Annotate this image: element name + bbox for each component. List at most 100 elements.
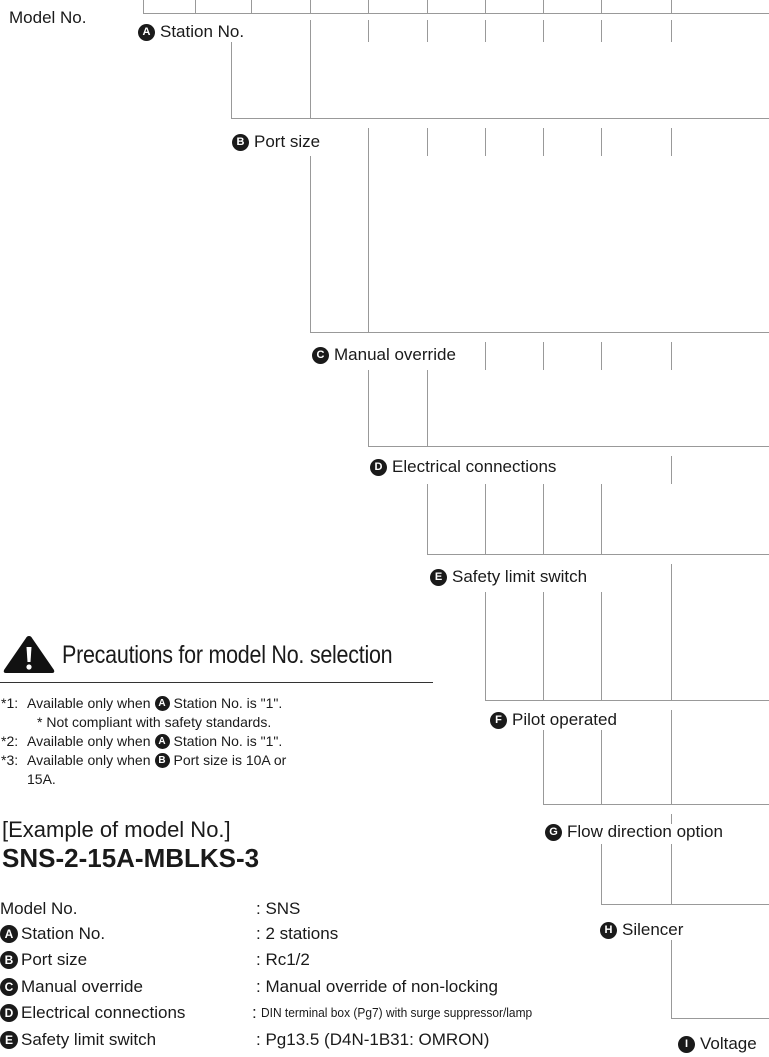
connector-line bbox=[601, 484, 602, 554]
badge-d-icon: D bbox=[370, 458, 387, 476]
connector-line bbox=[543, 730, 544, 804]
connector-line bbox=[485, 342, 486, 370]
spec-row-electrical: D Electrical connections bbox=[0, 1003, 185, 1023]
connector-line bbox=[671, 456, 672, 484]
connector-line bbox=[427, 20, 428, 42]
label-safety-limit-switch: E Safety limit switch bbox=[430, 567, 587, 587]
connector-line bbox=[671, 564, 672, 700]
connector-line bbox=[601, 730, 602, 804]
connector-line bbox=[310, 20, 311, 118]
connector-line bbox=[368, 370, 369, 446]
connector-line bbox=[543, 20, 544, 42]
connector-line bbox=[427, 128, 428, 156]
stub-line bbox=[310, 0, 311, 13]
badge-b-icon: B bbox=[232, 133, 249, 151]
spec-value-model: : SNS bbox=[256, 899, 301, 918]
label-pilot-operated: F Pilot operated bbox=[490, 710, 617, 730]
badge-c-icon: C bbox=[312, 346, 329, 364]
spec-value-electrical-text: DIN terminal box (Pg7) with surge suppre… bbox=[260, 1005, 532, 1020]
spec-value-port-size: : Rc1/2 bbox=[256, 950, 310, 969]
example-model-number: SNS-2-15A-MBLKS-3 bbox=[2, 843, 260, 873]
warning-icon bbox=[3, 636, 55, 673]
stub-line bbox=[601, 0, 602, 13]
branch-line-h bbox=[671, 1018, 769, 1019]
spec-value-safety-limit: : Pg13.5 (D4N-1B31: OMRON) bbox=[256, 1030, 490, 1049]
note-3-cont: 15A. bbox=[27, 771, 56, 787]
connector-line bbox=[485, 20, 486, 42]
connector-line bbox=[601, 844, 602, 904]
connector-line bbox=[601, 20, 602, 42]
connector-line bbox=[543, 342, 544, 370]
connector-line bbox=[671, 710, 672, 804]
connector-line bbox=[601, 592, 602, 700]
badge-f-icon: F bbox=[490, 711, 507, 729]
connector-line bbox=[543, 484, 544, 554]
connector-line bbox=[601, 128, 602, 156]
badge-d-icon: D bbox=[0, 1004, 18, 1022]
connector-line bbox=[368, 128, 369, 332]
connector-line bbox=[427, 484, 428, 554]
connector-line bbox=[485, 592, 486, 700]
model-no-label: Model No. bbox=[9, 8, 87, 27]
stub-line bbox=[671, 0, 672, 13]
example-title: [Example of model No.] bbox=[2, 817, 231, 842]
connector-line bbox=[368, 20, 369, 42]
stub-line bbox=[251, 0, 252, 13]
connector-line bbox=[671, 814, 672, 824]
note-1-sub: * Not compliant with safety standards. bbox=[37, 714, 272, 730]
note-3: *3: Available only when B Port size is 1… bbox=[1, 752, 287, 768]
connector-line bbox=[427, 370, 428, 446]
badge-e-icon: E bbox=[0, 1031, 18, 1049]
badge-a-icon: A bbox=[138, 23, 155, 41]
branch-line-f bbox=[543, 804, 769, 805]
branch-line-a bbox=[231, 118, 769, 119]
connector-line bbox=[485, 128, 486, 156]
stub-line bbox=[368, 0, 369, 13]
connector-line bbox=[671, 342, 672, 370]
badge-c-icon: C bbox=[0, 978, 18, 996]
label-port-size: B Port size bbox=[232, 132, 320, 152]
badge-h-icon: H bbox=[600, 921, 617, 939]
badge-g-icon: G bbox=[545, 823, 562, 841]
branch-line-b bbox=[310, 332, 769, 333]
stub-line bbox=[485, 0, 486, 13]
label-flow-direction-option: G Flow direction option bbox=[545, 822, 723, 842]
badge-i-icon: I bbox=[678, 1035, 695, 1053]
label-station-no: A Station No. bbox=[138, 22, 244, 42]
stub-line bbox=[427, 0, 428, 13]
badge-b-icon: B bbox=[154, 753, 170, 768]
spec-row-model: Model No. bbox=[0, 899, 78, 918]
label-electrical-connections: D Electrical connections bbox=[370, 457, 556, 477]
badge-e-icon: E bbox=[430, 568, 447, 586]
badge-a-icon: A bbox=[154, 734, 170, 749]
connector-line bbox=[671, 844, 672, 904]
spec-value-station: : 2 stations bbox=[256, 924, 339, 943]
connector-line bbox=[543, 128, 544, 156]
label-voltage: I Voltage bbox=[678, 1034, 757, 1054]
label-silencer: H Silencer bbox=[600, 920, 683, 940]
note-2: *2: Available only when A Station No. is… bbox=[1, 733, 283, 749]
label-manual-override: C Manual override bbox=[312, 345, 456, 365]
connector-line bbox=[601, 342, 602, 370]
precautions-divider bbox=[0, 682, 433, 683]
connector-line bbox=[485, 484, 486, 554]
spec-value-electrical: :DIN terminal box (Pg7) with surge suppr… bbox=[252, 1003, 532, 1022]
badge-a-icon: A bbox=[154, 696, 170, 711]
precautions-title: Precautions for model No. selection bbox=[62, 641, 393, 669]
stub-line bbox=[195, 0, 196, 13]
badge-a-icon: A bbox=[0, 925, 18, 943]
branch-line-c bbox=[368, 446, 769, 447]
spec-row-station: A Station No. bbox=[0, 924, 105, 944]
stub-line bbox=[143, 0, 144, 13]
branch-line-e bbox=[485, 700, 769, 701]
branch-line-model bbox=[143, 13, 769, 14]
connector-line bbox=[310, 156, 311, 332]
spec-value-manual-override: : Manual override of non-locking bbox=[256, 977, 498, 996]
connector-line bbox=[671, 20, 672, 42]
badge-b-icon: B bbox=[0, 951, 18, 969]
connector-line bbox=[231, 42, 232, 118]
connector-line bbox=[543, 592, 544, 700]
connector-line bbox=[671, 128, 672, 156]
branch-line-d bbox=[427, 554, 769, 555]
spec-row-manual-override: C Manual override bbox=[0, 977, 143, 997]
